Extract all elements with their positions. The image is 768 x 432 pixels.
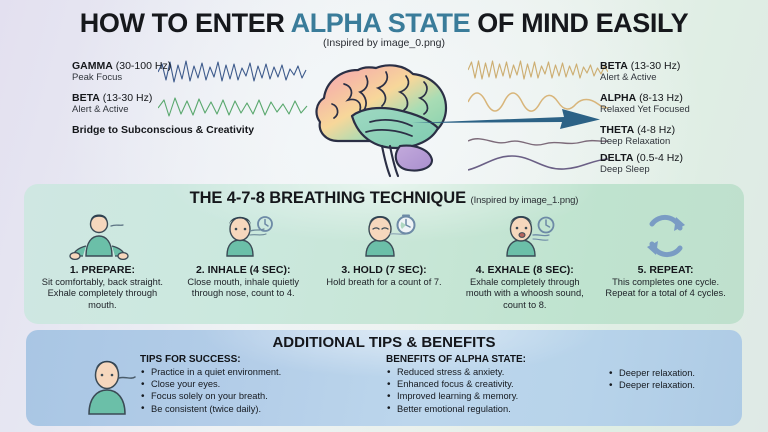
page-subtitle: (Inspired by image_0.png) [323,37,445,49]
wave-range: (8-13 Hz) [639,92,683,104]
transition-arrow-icon [412,109,600,129]
breathing-step: 5. REPEAT: This completes one cycle. Rep… [595,212,736,318]
breathing-heading-note: (Inspired by image_1.png) [470,195,579,206]
step-description: This completes one cycle. Repeat for a t… [605,277,726,299]
exhale-mouth-icon [489,212,561,260]
extra-benefits-list: Deeper relaxation. Deeper relaxation. [608,366,724,392]
breathing-heading: THE 4-7-8 BREATHING TECHNIQUE (Inspired … [24,189,744,208]
wave-range: (4-8 Hz) [637,124,676,136]
person-bust-icon [78,354,140,424]
breathing-step: 3. HOLD (7 SEC): Hold breath for a count… [314,212,455,318]
breathing-steps: 1. PREPARE: Sit comfortably, back straig… [32,212,736,318]
list-item: Improved learning & memory. [386,390,598,403]
inhale-nose-icon [207,212,279,260]
step-title: 3. HOLD (7 SEC): [341,264,427,276]
breathing-step: 1. PREPARE: Sit comfortably, back straig… [32,212,173,318]
wave-name: BETA [72,92,100,104]
list-item: Better emotional regulation. [386,402,598,415]
step-description: Sit comfortably, back straight. Exhale c… [41,277,164,310]
wave-name: BETA [600,60,628,72]
step-description: Exhale completely through mouth with a w… [465,277,584,310]
wave-name: DELTA [600,152,634,164]
wave-label-beta-right: BETA (13-30 Hz) Alert & Active [600,60,680,84]
wave-desc: Relaxed Yet Focused [600,104,690,116]
step-title: 4. EXHALE (8 SEC): [475,264,574,276]
list-item: Be consistent (twice daily). [140,402,376,415]
step-title: 1. PREPARE: [69,264,135,276]
wave-range: (13-30 Hz) [630,60,681,72]
wave-label-alpha: ALPHA (8-13 Hz) Relaxed Yet Focused [600,92,690,116]
brainwave-section: HOW TO ENTER ALPHA STATE OF MIND EASILY … [0,0,768,182]
column-heading: TIPS FOR SUCCESS: [140,354,241,365]
tips-column-benefits: BENEFITS OF ALPHA STATE: Reduced stress … [386,354,608,424]
breathing-heading-text: THE 4-7-8 BREATHING TECHNIQUE [189,189,467,207]
wave-desc: Peak Focus [72,72,123,84]
wave-desc: Deep Relaxation [600,136,671,148]
meditating-person-icon [66,212,138,260]
wave-range: (30-100 Hz) [115,60,172,72]
wave-label-beta-left: BETA (13-30 Hz) Alert & Active [72,92,152,116]
left-waveform-graphic [158,60,308,117]
list-item: Reduced stress & anxiety. [386,365,598,378]
wave-range: (0.5-4 Hz) [636,152,684,164]
tips-column-success: TIPS FOR SUCCESS: Practice in a quiet en… [140,354,386,424]
wave-name: GAMMA [72,60,113,72]
tips-benefits-section: ADDITIONAL TIPS & BENEFITS TIPS FOR SUCC… [26,330,742,426]
page-title: HOW TO ENTER ALPHA STATE OF MIND EASILY [0,8,768,39]
tips-body: TIPS FOR SUCCESS: Practice in a quiet en… [78,354,734,424]
wave-name: THETA [600,124,635,136]
wave-label-theta: THETA (4-8 Hz) Deep Relaxation [600,124,675,148]
bridge-note: Bridge to Subconscious & Creativity [72,124,255,136]
step-description: Hold breath for a count of 7. [326,277,442,287]
wave-label-gamma: GAMMA (30-100 Hz) Peak Focus [72,60,171,84]
right-waveform-graphic [468,60,608,171]
step-description: Close mouth, inhale quietly through nose… [187,277,299,299]
column-heading: BENEFITS OF ALPHA STATE: [386,354,526,365]
step-title: 5. REPEAT: [637,264,694,276]
title-part-2: OF MIND EASILY [470,8,689,38]
hold-breath-stopwatch-icon [348,212,420,260]
wave-label-delta: DELTA (0.5-4 Hz) Deep Sleep [600,152,683,176]
list-item: Enhanced focus & creativity. [386,378,598,391]
tips-column-extra: Deeper relaxation. Deeper relaxation. [608,354,734,424]
list-item: Deeper relaxation. [608,379,724,392]
list-item: Deeper relaxation. [608,366,724,379]
wave-range: (13-30 Hz) [102,92,153,104]
repeat-cycle-icon [640,212,692,260]
breathing-step: 2. INHALE (4 SEC): Close mouth, inhale q… [173,212,314,318]
breathing-step: 4. EXHALE (8 SEC): Exhale completely thr… [454,212,595,318]
breathing-technique-section: THE 4-7-8 BREATHING TECHNIQUE (Inspired … [24,184,744,324]
tips-list: Practice in a quiet environment. Close y… [140,365,376,415]
wave-desc: Alert & Active [600,72,657,84]
tips-heading: ADDITIONAL TIPS & BENEFITS [272,334,496,351]
benefits-list: Reduced stress & anxiety. Enhanced focus… [386,365,598,415]
title-accent: ALPHA STATE [290,8,471,38]
list-item: Close your eyes. [140,378,376,391]
wave-desc: Deep Sleep [600,164,650,176]
step-title: 2. INHALE (4 SEC): [195,264,291,276]
list-item: Practice in a quiet environment. [140,365,376,378]
wave-name: ALPHA [600,92,637,104]
list-item: Focus solely on your breath. [140,390,376,403]
wave-desc: Alert & Active [72,104,129,116]
title-part-1: HOW TO ENTER [79,8,291,38]
brain-icon [315,64,448,178]
